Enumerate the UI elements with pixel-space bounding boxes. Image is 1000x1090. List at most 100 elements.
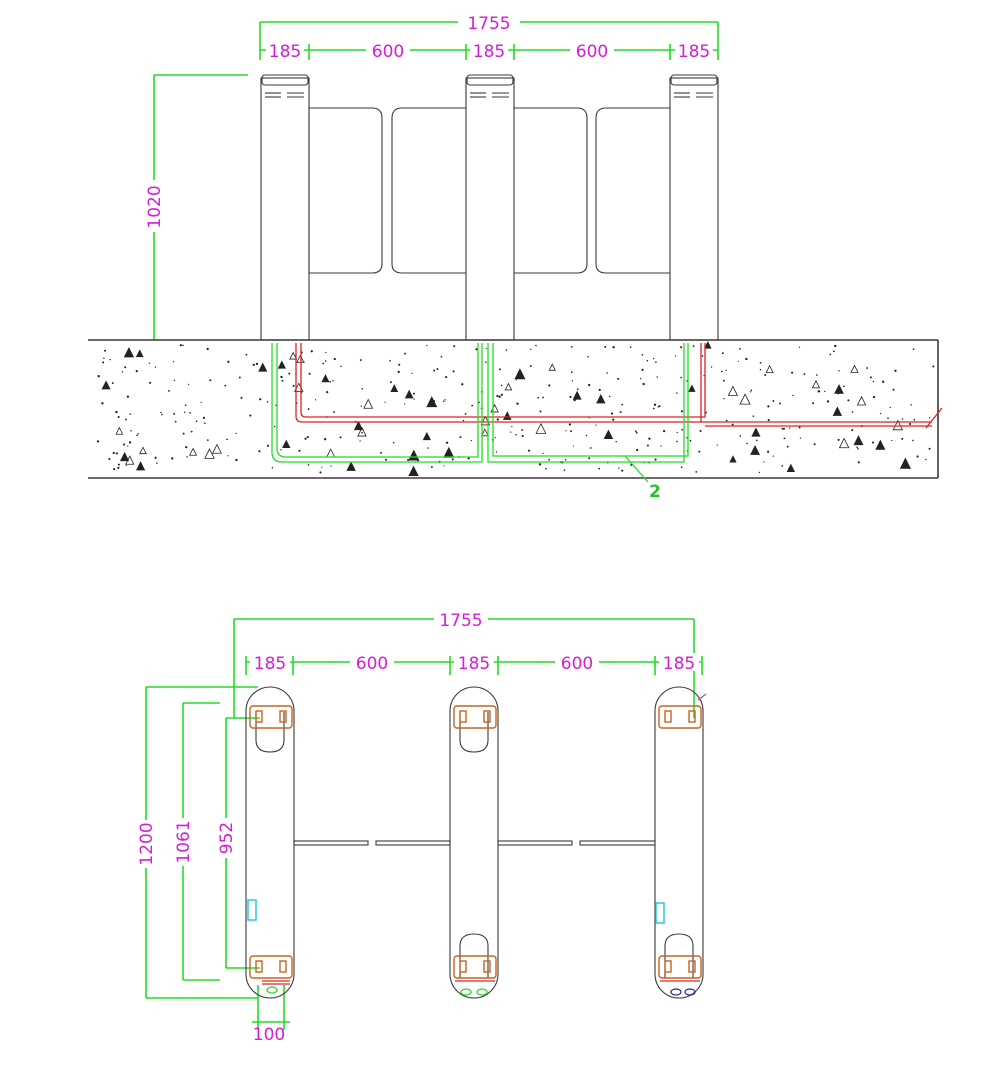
concrete-aggregate xyxy=(321,374,330,383)
concrete-speck xyxy=(204,422,206,424)
concrete-speck xyxy=(641,354,644,356)
concrete-speck xyxy=(444,399,446,401)
concrete-aggregate xyxy=(729,455,737,463)
concrete-aggregate xyxy=(504,382,513,391)
concrete-speck xyxy=(750,389,753,392)
concrete-speck xyxy=(319,471,322,474)
concrete-speck xyxy=(563,469,566,471)
concrete-aggregate xyxy=(853,435,864,446)
concrete-speck xyxy=(173,412,176,415)
concrete-aggregate xyxy=(572,390,582,400)
concrete-speck xyxy=(657,405,660,408)
concrete-speck xyxy=(912,348,915,350)
front-post-right xyxy=(669,74,719,341)
concrete-speck xyxy=(781,465,784,467)
concrete-aggregate xyxy=(832,406,843,416)
concrete-speck xyxy=(653,357,655,360)
concrete-speck xyxy=(190,430,193,433)
concrete-aggregate xyxy=(135,461,146,471)
concrete-speck xyxy=(515,433,517,436)
front-post-left xyxy=(260,74,310,341)
concrete-speck xyxy=(889,406,891,409)
concrete-aggregate xyxy=(326,448,336,458)
concrete-speck xyxy=(288,372,291,375)
concrete-speck xyxy=(227,455,229,457)
concrete-speck xyxy=(411,372,413,374)
concrete-speck xyxy=(326,391,329,394)
concrete-speck xyxy=(485,361,487,363)
concrete-speck xyxy=(588,457,591,460)
concrete-speck xyxy=(824,390,826,393)
front-post-middle xyxy=(465,74,515,341)
concrete-speck xyxy=(539,410,542,413)
concrete-speck xyxy=(812,402,815,405)
concrete-speck xyxy=(815,374,818,376)
concrete-speck xyxy=(912,439,914,442)
concrete-speck xyxy=(572,445,575,447)
concrete-speck xyxy=(692,345,695,348)
concrete-speck xyxy=(929,416,931,419)
concrete-speck xyxy=(764,374,767,377)
concrete-speck xyxy=(101,402,104,405)
concrete-speck xyxy=(772,455,774,457)
concrete-speck xyxy=(545,467,547,470)
concrete-speck xyxy=(680,466,683,469)
concrete-speck xyxy=(803,373,806,375)
concrete-speck xyxy=(500,384,503,387)
concrete-aggregate xyxy=(727,385,739,396)
concrete-speck xyxy=(127,445,129,447)
concrete-aggregate xyxy=(751,427,761,437)
concrete-speck xyxy=(280,449,282,451)
concrete-aggregate xyxy=(101,380,111,390)
concrete-speck xyxy=(587,355,589,358)
concrete-speck xyxy=(161,413,163,416)
plan-depth-1061-label: 1061 xyxy=(174,820,194,863)
concrete-speck xyxy=(535,344,537,347)
concrete-speck xyxy=(725,369,727,372)
concrete-aggregate xyxy=(363,398,374,409)
front-segment-4-label: 600 xyxy=(576,42,608,62)
concrete-aggregate xyxy=(115,426,124,435)
concrete-speck xyxy=(542,396,545,399)
concrete-speck xyxy=(646,444,649,447)
concrete-speck xyxy=(174,420,177,423)
concrete-speck xyxy=(866,367,869,369)
concrete-speck xyxy=(451,458,454,461)
concrete-speck xyxy=(658,405,661,407)
concrete-aggregate xyxy=(282,439,291,449)
concrete-speck xyxy=(173,379,176,382)
concrete-speck xyxy=(385,458,388,461)
concrete-aggregate xyxy=(480,428,489,437)
concrete-aggregate xyxy=(296,354,305,363)
concrete-speck xyxy=(314,399,317,401)
concrete-aggregate xyxy=(204,448,215,459)
concrete-speck xyxy=(857,447,859,450)
concrete-speck xyxy=(183,411,186,413)
concrete-speck xyxy=(226,438,228,441)
concrete-speck xyxy=(606,372,608,374)
concrete-speck xyxy=(307,464,310,466)
concrete-speck xyxy=(570,345,573,348)
conduit-callout-label: 2 xyxy=(649,482,661,502)
concrete-aggregate xyxy=(443,446,455,458)
concrete-speck xyxy=(833,350,835,353)
concrete-speck xyxy=(121,371,124,373)
concrete-speck xyxy=(604,345,607,348)
concrete-speck xyxy=(125,464,127,467)
plan-overall-width-label: 1755 xyxy=(439,611,482,631)
concrete-speck xyxy=(872,395,876,399)
concrete-speck xyxy=(430,466,433,468)
concrete-speck xyxy=(245,353,248,356)
concrete-aggregate xyxy=(139,446,147,455)
concrete-aggregate xyxy=(548,363,556,371)
concrete-speck xyxy=(235,432,237,435)
concrete-speck xyxy=(128,441,132,444)
concrete-speck xyxy=(188,383,190,386)
concrete-speck xyxy=(160,411,162,414)
concrete-speck xyxy=(433,400,436,402)
concrete-speck xyxy=(461,383,464,386)
concrete-speck xyxy=(887,417,889,419)
concrete-speck xyxy=(826,400,830,403)
concrete-speck xyxy=(576,388,579,391)
concrete-aggregate xyxy=(346,461,356,471)
